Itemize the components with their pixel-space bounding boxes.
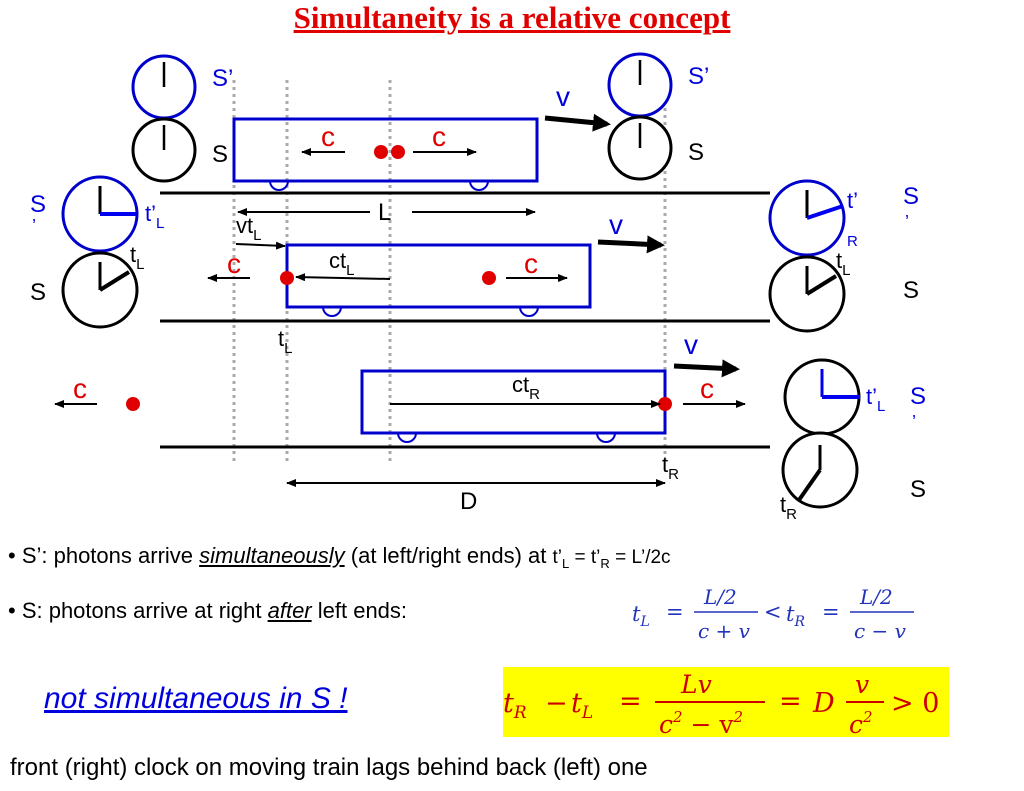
- svg-text:c2 − v2: c2 − v2: [659, 708, 743, 737]
- label-s-tl: S: [212, 141, 228, 168]
- bullet-sprime-prefix: • S’: photons arrive: [8, 543, 200, 568]
- label-c-1: c: [321, 121, 335, 152]
- label-c-5: c: [73, 373, 87, 404]
- clock-bottom-right-sprime: [783, 358, 861, 436]
- label-tprimeR-right: t’: [847, 188, 858, 213]
- clock-top-right-sprime: [607, 52, 673, 118]
- svg-text:c − v: c − v: [854, 619, 907, 643]
- label-distance-D: D: [460, 488, 477, 515]
- bullet-s-suffix: left ends:: [311, 598, 408, 623]
- train-diagram: S’ S S’ S S ’ S S ’ S S ’ S v v v c c c …: [30, 52, 926, 523]
- label-s-mr: S: [903, 277, 919, 304]
- bullet-sprime-emph: simultaneously: [199, 543, 345, 568]
- formula-time-difference: tR − tL = Lv c2 − v2 = D v c2 > 0: [503, 670, 939, 737]
- svg-text:c + v: c + v: [698, 619, 751, 643]
- clock-mid-right-sprime: [768, 179, 846, 257]
- svg-text:tR: tR: [503, 688, 527, 723]
- reference-lines: [232, 80, 667, 465]
- label-c-3: c: [227, 248, 241, 279]
- label-v-3: v: [684, 329, 698, 360]
- page-title: Simultaneity is a relative concept: [293, 0, 731, 35]
- label-s-tr: S: [688, 139, 704, 166]
- svg-text:−: −: [545, 688, 568, 719]
- svg-text:v: v: [855, 670, 869, 699]
- clock-bottom-right-s: [781, 431, 859, 509]
- svg-text:Lv: Lv: [680, 670, 712, 699]
- label-sprime-tl: S’: [212, 65, 233, 92]
- label-vtL: vtL: [236, 213, 261, 244]
- label-c-2: c: [432, 121, 446, 152]
- label-tL-rail: tL: [278, 326, 292, 357]
- label-v-2: v: [609, 209, 623, 240]
- bullet-sprime-suffix: (at left/right ends) at: [344, 543, 553, 568]
- svg-text:tL: tL: [571, 688, 593, 723]
- label-tprimeR-sub: R: [847, 233, 858, 250]
- bullet-s: • S: photons arrive at right after left …: [8, 598, 407, 624]
- bullet-sprime-end: = L’/2c: [609, 547, 671, 568]
- label-v-1: v: [556, 81, 570, 112]
- bullet-sprime-sub1: L: [562, 555, 570, 571]
- label-tL-right: tL: [836, 248, 850, 279]
- label-ctL: ctL: [329, 248, 354, 279]
- rails: [160, 191, 770, 449]
- clock-top-left-sprime: [131, 54, 197, 120]
- clock-top-right-s: [607, 115, 673, 181]
- svg-text:D: D: [812, 688, 835, 719]
- label-ctR: ctR: [512, 372, 540, 403]
- svg-text:L/2: L/2: [859, 585, 893, 609]
- label-s-br: S: [910, 476, 926, 503]
- label-tprimeL-left: t’L: [145, 201, 164, 232]
- label-tR-clock: tR: [780, 492, 797, 523]
- photon-arrows: [54, 148, 746, 408]
- clock-mid-left-sprime: [61, 175, 139, 253]
- svg-text:=: =: [822, 600, 840, 624]
- label-sprime-mr: S: [903, 183, 919, 210]
- label-sprime-ml-prime: ’: [32, 216, 36, 236]
- label-c-4: c: [524, 248, 538, 279]
- svg-text:<: <: [764, 600, 782, 624]
- label-sprime-ml: S: [30, 191, 46, 218]
- svg-text:=: =: [779, 686, 802, 717]
- svg-text:tL: tL: [632, 602, 650, 630]
- label-tprimeL-bottom: t’L: [866, 384, 885, 415]
- svg-text:L/2: L/2: [703, 585, 737, 609]
- bullet-sprime-mid: = t’: [569, 547, 601, 568]
- train-top: [232, 117, 539, 191]
- label-sprime-br: S: [910, 383, 926, 410]
- svg-text:c2: c2: [849, 708, 873, 737]
- formula-tl-lt-tr: tL = L/2 c + v < tR = L/2 c − v: [632, 585, 914, 643]
- dimension-arrows: [235, 208, 666, 487]
- svg-text:=: =: [666, 600, 684, 624]
- label-s-ml: S: [30, 279, 46, 306]
- label-length-L: L: [378, 199, 391, 226]
- clock-mid-left-s: [61, 251, 139, 329]
- svg-text:tR: tR: [786, 602, 805, 630]
- bullet-s-emph: after: [267, 598, 312, 623]
- not-simultaneous-note: not simultaneous in S !: [44, 682, 348, 715]
- caption: front (right) clock on moving train lags…: [10, 754, 648, 781]
- clock-mid-right-s: [768, 255, 846, 333]
- clock-top-left-s: [131, 117, 197, 183]
- photons: [126, 145, 672, 411]
- bullet-sprime: • S’: photons arrive simultaneously (at …: [8, 543, 671, 571]
- bullet-sprime-sub2: R: [600, 555, 610, 571]
- svg-text:=: =: [619, 686, 642, 717]
- label-c-6: c: [700, 373, 714, 404]
- label-sprime-br-prime: ’: [912, 412, 916, 432]
- bullet-s-prefix: • S: photons arrive at right: [8, 598, 268, 623]
- label-tR-rail: tR: [662, 452, 679, 483]
- label-sprime-mr-prime: ’: [905, 212, 909, 232]
- bullet-sprime-eq: t’: [552, 547, 563, 568]
- svg-text:> 0: > 0: [891, 688, 939, 719]
- label-tL-left: tL: [130, 242, 144, 273]
- velocity-arrows: [544, 113, 740, 378]
- label-sprime-tr: S’: [688, 63, 709, 90]
